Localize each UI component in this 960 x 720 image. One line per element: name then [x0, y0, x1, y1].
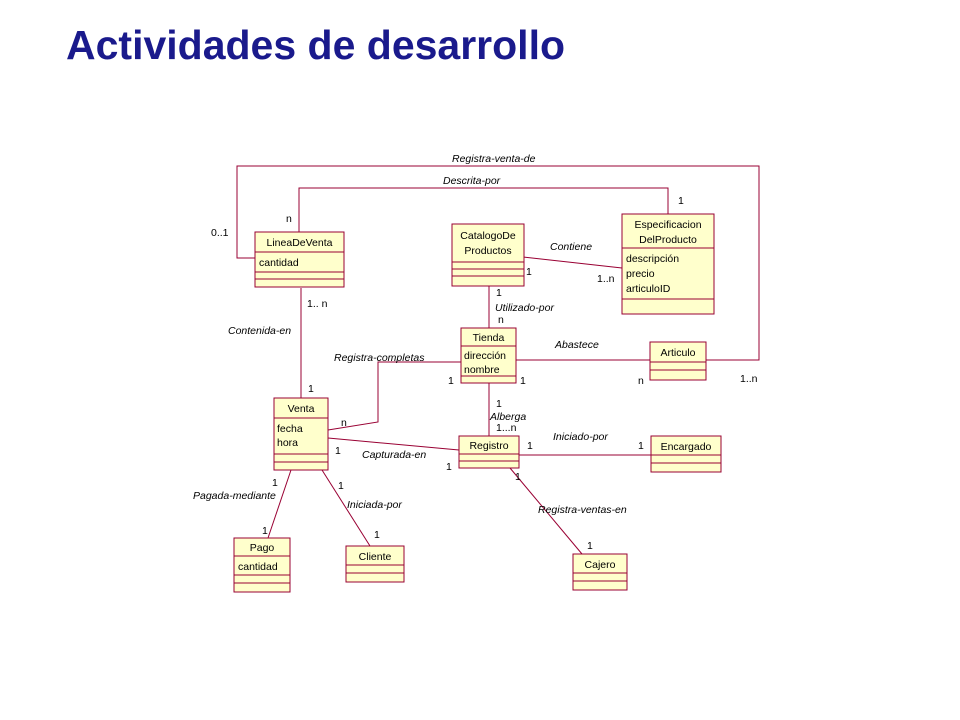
class-pago: Pago cantidad — [233, 537, 291, 593]
assoc-label: Abastece — [554, 339, 599, 351]
multiplicity: 1.. n — [307, 298, 328, 310]
class-name: CatalogoDe — [460, 230, 516, 242]
assoc-label: Iniciada-por — [347, 499, 402, 511]
multiplicity: 1..n — [597, 273, 615, 285]
class-name: Encargado — [661, 441, 712, 453]
class-name: Cajero — [585, 559, 616, 571]
class-attr: nombre — [464, 364, 500, 376]
class-attr: dirección — [464, 350, 506, 362]
multiplicity: 1 — [678, 195, 684, 207]
assoc-label: Registra-venta-de — [452, 153, 536, 165]
assoc-registra-ventas-en-line — [509, 467, 583, 555]
multiplicity: 1 — [374, 529, 380, 541]
assoc-pagada-mediante-line — [267, 469, 292, 539]
assoc-capturada-en-line — [327, 437, 460, 451]
class-especificacion-del-producto: Especificacion DelProducto descripción p… — [621, 213, 715, 315]
multiplicity: n — [341, 417, 347, 429]
class-attr: hora — [277, 437, 298, 449]
assoc-registra-completas-line — [327, 361, 461, 431]
class-name: Especificacion — [634, 219, 701, 231]
multiplicity: 1 — [496, 398, 502, 410]
class-catalogo-de-productos: CatalogoDe Productos — [451, 223, 525, 287]
multiplicity: 1 — [448, 375, 454, 387]
class-name: DelProducto — [639, 234, 697, 246]
assoc-label: Utilizado-por — [495, 302, 554, 314]
multiplicity: 1 — [526, 266, 532, 278]
multiplicity: 1 — [587, 540, 593, 552]
class-name: Pago — [250, 542, 275, 554]
multiplicity: 1 — [638, 440, 644, 452]
assoc-contiene-line — [513, 255, 623, 269]
multiplicity: 1 — [335, 445, 341, 457]
multiplicity: 1 — [515, 471, 521, 483]
multiplicity: 1 — [338, 480, 344, 492]
class-cajero: Cajero — [572, 553, 628, 591]
multiplicity: 1 — [527, 440, 533, 452]
multiplicity: 1 — [262, 525, 268, 537]
assoc-label: Alberga — [489, 411, 526, 423]
multiplicity: n — [498, 314, 504, 326]
class-registro: Registro — [458, 435, 520, 469]
assoc-registra-venta-de-line — [236, 165, 760, 361]
class-name: Productos — [464, 245, 511, 257]
assoc-label: Descrita-por — [443, 175, 501, 187]
class-tienda: Tienda dirección nombre — [460, 327, 517, 384]
assoc-label: Registra-completas — [334, 352, 425, 364]
class-name: Articulo — [660, 347, 695, 359]
class-articulo: Articulo — [649, 341, 707, 381]
assoc-label: Contenida-en — [228, 325, 291, 337]
page-title: Actividades de desarrollo — [66, 22, 566, 68]
class-venta: Venta fecha hora — [273, 397, 329, 471]
class-name: Tienda — [473, 332, 505, 344]
class-linea-de-venta: LineaDeVenta cantidad — [254, 231, 345, 288]
multiplicity: 1...n — [496, 422, 517, 434]
class-encargado: Encargado — [650, 435, 722, 473]
multiplicity: 1..n — [740, 373, 758, 385]
assoc-label: Pagada-mediante — [193, 490, 276, 502]
assoc-label: Capturada-en — [362, 449, 426, 461]
multiplicity: 0..1 — [211, 227, 229, 239]
class-attr: cantidad — [238, 561, 278, 573]
multiplicity: n — [286, 213, 292, 225]
class-attr: fecha — [277, 423, 303, 435]
class-name: Registro — [469, 440, 508, 452]
assoc-iniciada-por-line — [321, 469, 371, 547]
class-name: Cliente — [359, 551, 392, 563]
class-attr: cantidad — [259, 257, 299, 269]
class-cliente: Cliente — [345, 545, 405, 583]
multiplicity: 1 — [520, 375, 526, 387]
class-name: LineaDeVenta — [267, 237, 333, 249]
class-attr: precio — [626, 268, 655, 280]
multiplicity: 1 — [446, 461, 452, 473]
multiplicity: 1 — [272, 477, 278, 489]
class-attr: descripción — [626, 253, 679, 265]
assoc-descrita-por-line — [298, 187, 669, 232]
assoc-label: Contiene — [550, 241, 592, 253]
assoc-label: Iniciado-por — [553, 431, 608, 443]
multiplicity: n — [638, 375, 644, 387]
class-name: Venta — [288, 403, 315, 415]
assoc-label: Registra-ventas-en — [538, 504, 627, 516]
multiplicity: 1 — [308, 383, 314, 395]
multiplicity: 1 — [496, 287, 502, 299]
class-attr: articuloID — [626, 283, 671, 295]
